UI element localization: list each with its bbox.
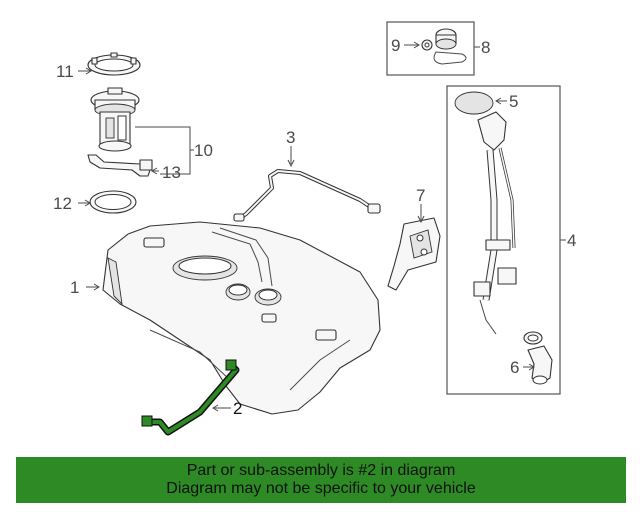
leader-11-arrow bbox=[85, 67, 92, 75]
part-4-filler-pipe[interactable] bbox=[455, 93, 517, 335]
callout-5: 5 bbox=[509, 92, 518, 111]
callout-12: 12 bbox=[53, 194, 72, 213]
part-7-bracket[interactable] bbox=[387, 217, 441, 291]
banner-line-2: Diagram may not be specific to your vehi… bbox=[166, 480, 476, 497]
part-3-vent-tube[interactable] bbox=[233, 169, 381, 222]
callout-2: 2 bbox=[233, 399, 242, 418]
part-1-fuel-tank[interactable] bbox=[102, 221, 381, 415]
part-6-filler-hose[interactable] bbox=[523, 331, 553, 385]
leader-7-arrow bbox=[417, 215, 425, 224]
part-2-tank-strap[interactable] bbox=[141, 359, 240, 436]
part-5-filler-seal[interactable] bbox=[454, 91, 494, 115]
callout-1: 1 bbox=[70, 278, 79, 297]
part-10-fuel-pump-module[interactable] bbox=[90, 87, 140, 152]
leader-3-arrow bbox=[287, 159, 295, 168]
part-9-cap-seal[interactable] bbox=[421, 39, 433, 51]
leader-9-arrow bbox=[413, 41, 420, 49]
callout-3: 3 bbox=[286, 128, 295, 147]
banner-line-1: Part or sub-assembly is #2 in diagram bbox=[186, 462, 456, 479]
part-13-level-sender[interactable] bbox=[87, 154, 153, 177]
callout-9: 9 bbox=[391, 36, 400, 55]
leader-2-arrow bbox=[212, 404, 219, 412]
leader-12-arrow bbox=[84, 199, 91, 207]
part-info-banner: Part or sub-assembly is #2 in diagram Di… bbox=[16, 457, 626, 503]
callout-13: 13 bbox=[162, 163, 181, 182]
callout-8: 8 bbox=[481, 38, 490, 57]
callout-6: 6 bbox=[510, 358, 519, 377]
part-12-gasket[interactable] bbox=[89, 190, 137, 214]
leader-1-arrow bbox=[93, 283, 100, 291]
part-8-fuel-cap[interactable] bbox=[433, 28, 467, 65]
callout-11: 11 bbox=[56, 62, 74, 81]
part-11-lock-ring[interactable] bbox=[87, 52, 141, 76]
leader-6-arrow bbox=[528, 363, 535, 371]
part-8-frame bbox=[386, 21, 475, 76]
exploded-parts-diagram: 11 10 13 12 3 bbox=[53, 21, 576, 436]
callout-4: 4 bbox=[567, 231, 576, 250]
callout-7: 7 bbox=[416, 186, 425, 205]
leader-5-arrow bbox=[495, 97, 502, 105]
leader-13-arrow bbox=[151, 167, 158, 175]
callout-10: 10 bbox=[194, 141, 213, 160]
